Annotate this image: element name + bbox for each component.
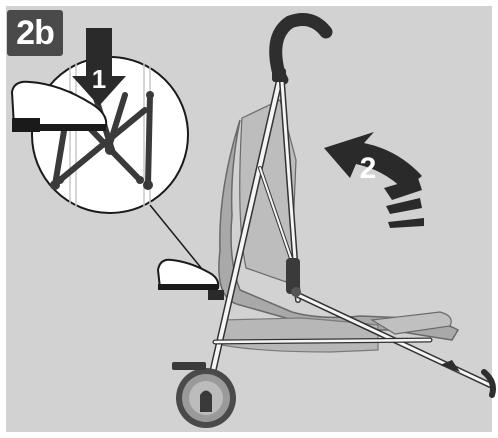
stroller-seat-fabric bbox=[218, 119, 460, 341]
detail-zoom-circle bbox=[10, 56, 189, 214]
frame-pivot bbox=[291, 287, 301, 297]
front-wheel bbox=[481, 369, 496, 398]
press-down-arrow-icon bbox=[72, 28, 126, 106]
shoe-icon bbox=[156, 258, 220, 290]
frame-hinge-middle bbox=[286, 258, 300, 294]
footrest-fabric bbox=[370, 311, 452, 335]
front-wheel-fork bbox=[440, 360, 460, 372]
callout-step-1: 1 bbox=[92, 64, 106, 94]
fold-pedal bbox=[208, 290, 224, 300]
stroller-handle-grip bbox=[269, 13, 333, 77]
frame-hinge-upper bbox=[272, 68, 286, 82]
rear-wheel bbox=[172, 362, 236, 428]
rotate-arrow-icon bbox=[324, 132, 424, 228]
step-label-badge: 2b bbox=[7, 10, 63, 56]
callout-step-2: 2 bbox=[360, 152, 377, 185]
